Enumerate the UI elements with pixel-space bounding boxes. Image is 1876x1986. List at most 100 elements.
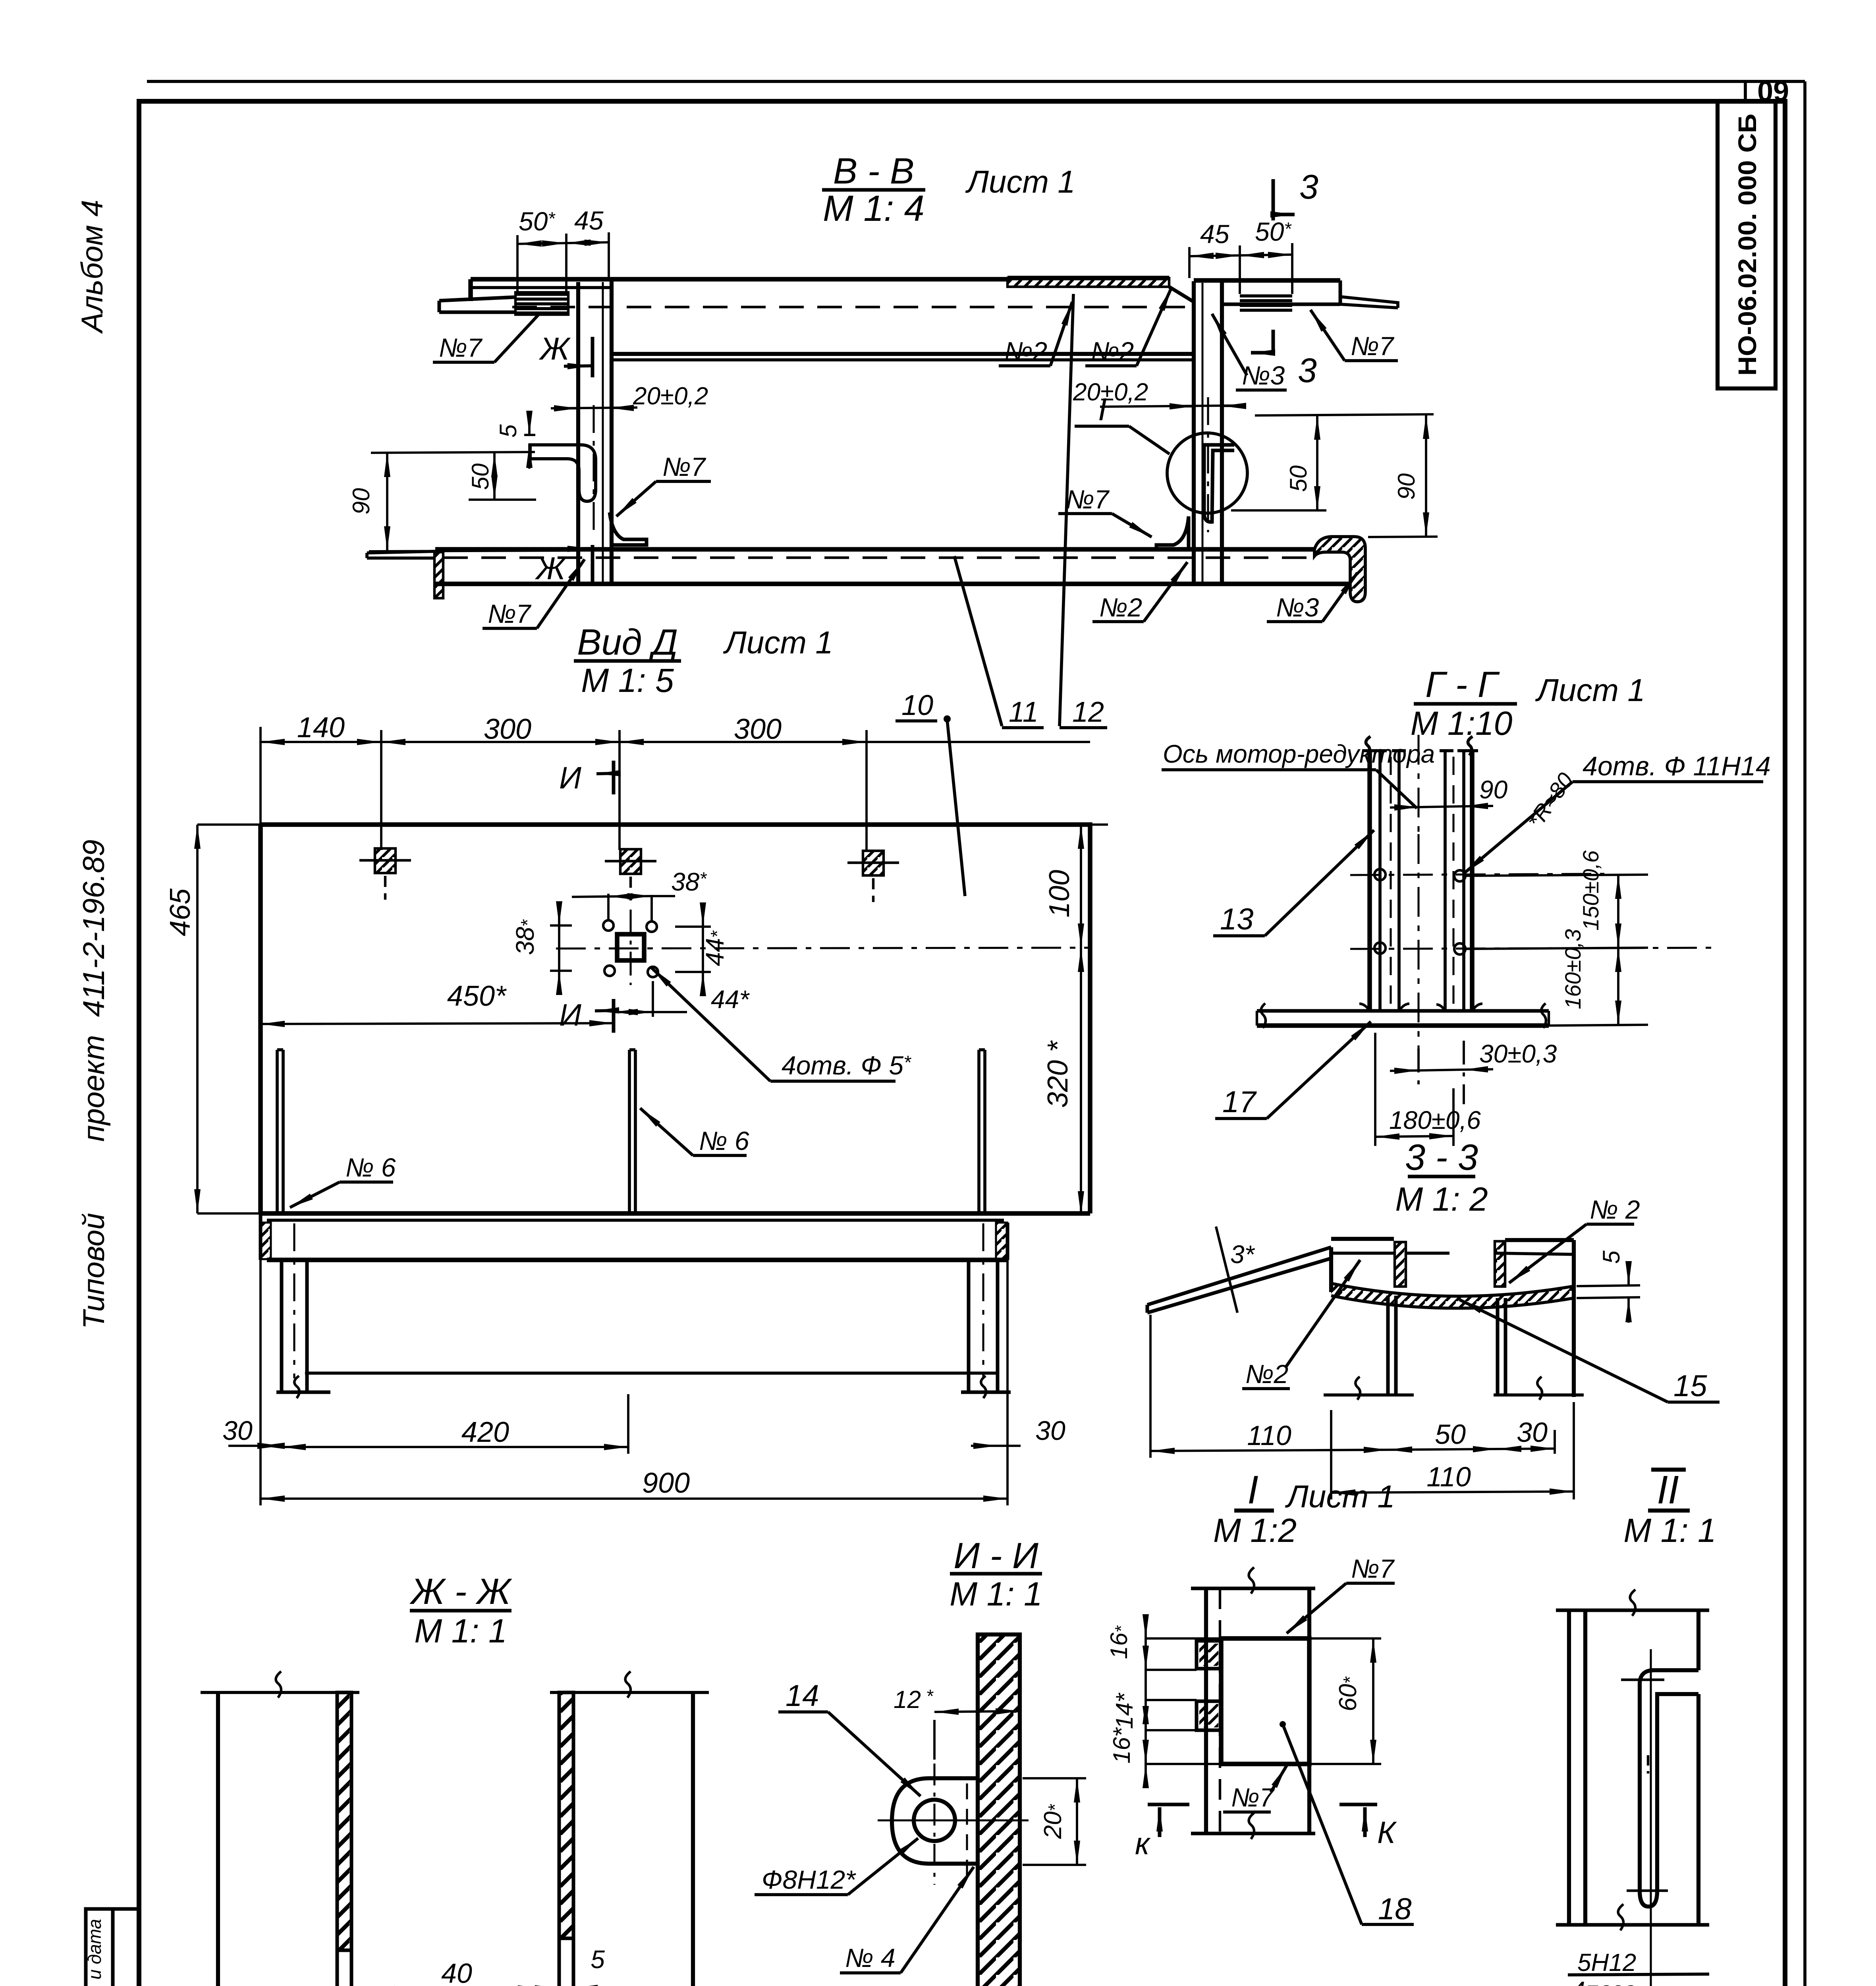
svg-text:№7: №7 [662,452,706,481]
svg-text:3: 3 [1299,168,1318,206]
svg-text:44*: 44* [711,985,750,1014]
svg-text:3 - 3: 3 - 3 [1405,1137,1478,1178]
svg-text:20±0,2: 20±0,2 [1073,379,1148,406]
svg-text:М 1: 1: М 1: 1 [1623,1512,1716,1549]
svg-text:90: 90 [1393,473,1420,500]
svg-text:НО-06.02.00. 000 СБ: НО-06.02.00. 000 СБ [1733,114,1762,376]
svg-text:4паза: 4паза [1571,1977,1637,1986]
svg-text:3*: 3* [1230,1240,1255,1269]
svg-text:№7: №7 [439,333,483,362]
svg-text:5: 5 [495,424,521,438]
svg-text:I: I [1247,1468,1258,1512]
svg-text:420: 420 [461,1416,509,1448]
svg-text:М 1: 1: М 1: 1 [950,1575,1042,1613]
svg-text:40: 40 [441,1958,472,1986]
svg-text:№ 6: № 6 [345,1153,396,1182]
svg-text:I: I [1098,392,1107,427]
svg-text:№3: №3 [1242,361,1285,390]
svg-text:16*: 16* [1108,1727,1135,1764]
svg-text:№2: №2 [1099,593,1142,622]
svg-text:450*: 450* [447,980,507,1012]
svg-text:К: К [1377,1815,1397,1850]
svg-text:140: 140 [297,712,345,744]
svg-text:45: 45 [1200,219,1229,249]
svg-text:№7: №7 [1231,1783,1275,1812]
svg-text:90: 90 [1479,775,1508,804]
svg-text:Альбом 4: Альбом 4 [75,200,109,334]
svg-text:30±0,3: 30±0,3 [1479,1039,1557,1068]
svg-text:13: 13 [1220,902,1254,936]
svg-text:к: к [1135,1826,1151,1861]
svg-text:В - В: В - В [833,151,914,191]
svg-text:60: 60 [1757,75,1789,106]
svg-text:И: И [559,997,581,1032]
svg-text:М 1: 2: М 1: 2 [1395,1180,1488,1218]
svg-text:Типовой: Типовой [77,1213,111,1329]
svg-text:150±0,6: 150±0,6 [1578,850,1603,931]
svg-text:17: 17 [1222,1085,1257,1119]
svg-text:3: 3 [1298,352,1317,390]
svg-text:4отв. Ф 5*: 4отв. Ф 5* [782,1051,911,1080]
svg-text:№2: №2 [1245,1359,1288,1389]
svg-text:М 1:2: М 1:2 [1213,1512,1297,1549]
svg-text:5: 5 [591,1945,605,1974]
svg-text:№2: №2 [1091,336,1134,366]
svg-text:900: 900 [642,1467,690,1499]
svg-text:90: 90 [348,488,374,515]
svg-text:Ж - Ж: Ж - Ж [409,1571,512,1612]
svg-text:Лист 1: Лист 1 [723,625,833,660]
svg-text:38*: 38* [511,919,539,955]
svg-text:Лист 1: Лист 1 [1535,672,1645,708]
svg-text:И: И [559,760,581,795]
svg-text:№2: №2 [1004,336,1047,366]
svg-text:50: 50 [1435,1419,1466,1450]
svg-text:М 1: 1: М 1: 1 [414,1612,507,1650]
svg-text:14*: 14* [1111,1692,1138,1729]
svg-text:18: 18 [1378,1892,1412,1926]
svg-text:№7: №7 [1351,1554,1395,1583]
svg-text:проект: проект [77,1035,111,1142]
svg-text:160±0,3: 160±0,3 [1560,929,1585,1009]
svg-text:№ 4: № 4 [845,1943,896,1972]
svg-text:411-2-196.89: 411-2-196.89 [77,840,111,1017]
svg-text:М 1: 4: М 1: 4 [823,188,924,229]
svg-text:М 1: 5: М 1: 5 [581,662,674,699]
svg-text:30: 30 [1517,1417,1548,1448]
svg-text:Лист 1: Лист 1 [965,164,1075,199]
svg-text:45: 45 [574,206,604,235]
svg-text:Вид Д: Вид Д [577,622,678,663]
svg-text:30: 30 [222,1416,253,1446]
svg-text:14: 14 [786,1679,819,1713]
svg-text:5Н12: 5Н12 [1577,1949,1636,1976]
svg-text:110: 110 [1247,1420,1291,1451]
svg-text:465: 465 [164,888,196,936]
svg-text:4отв. Ф 11Н14: 4отв. Ф 11Н14 [1583,751,1771,781]
svg-text:320 *: 320 * [1042,1040,1074,1108]
svg-text:Подп. и дата: Подп. и дата [84,1919,105,1986]
svg-text:300: 300 [484,713,531,745]
svg-text:20±0,2: 20±0,2 [633,383,708,410]
svg-text:180±0,6: 180±0,6 [1389,1106,1481,1134]
svg-text:11: 11 [1009,696,1038,728]
svg-text:100: 100 [1044,870,1075,918]
svg-text:30: 30 [1035,1416,1065,1446]
svg-text:50: 50 [467,464,494,490]
svg-text:15: 15 [1673,1369,1707,1403]
svg-text:5: 5 [1598,1250,1625,1264]
svg-text:№7: №7 [488,599,531,628]
svg-text:110: 110 [1426,1461,1471,1492]
svg-text:№7: №7 [1351,331,1394,361]
svg-text:Ф8Н12*: Ф8Н12* [762,1865,856,1894]
svg-text:Ось мотор-редуктора: Ось мотор-редуктора [1163,740,1435,768]
svg-text:№ 2: № 2 [1590,1195,1640,1224]
svg-text:Г - Г: Г - Г [1425,665,1500,705]
svg-text:50: 50 [1285,466,1312,492]
svg-text:II: II [1657,1468,1679,1512]
svg-text:№ 6: № 6 [699,1126,749,1155]
svg-text:300: 300 [734,713,782,745]
svg-text:М 1:10: М 1:10 [1411,705,1513,742]
svg-text:12: 12 [1072,696,1104,728]
svg-text:№3: №3 [1276,593,1319,622]
svg-text:Лист 1: Лист 1 [1285,1479,1395,1514]
svg-text:№7: №7 [1066,485,1110,514]
